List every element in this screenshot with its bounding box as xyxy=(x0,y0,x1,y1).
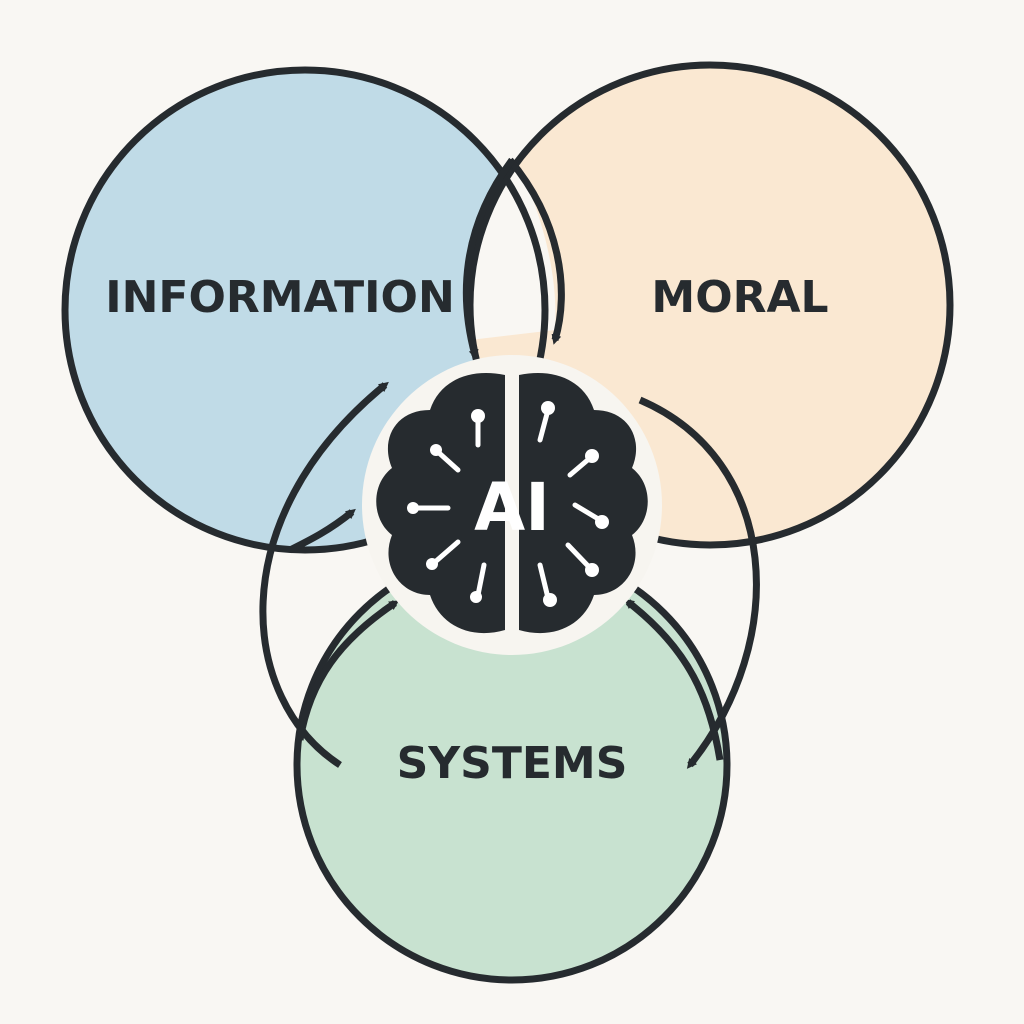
systems-label: SYSTEMS xyxy=(397,738,628,789)
information-circle-outline xyxy=(61,66,549,554)
moral-to-systems-arrow xyxy=(638,396,760,769)
center-ai-label: AI xyxy=(474,469,550,546)
moral-to-information-arrow xyxy=(462,157,515,360)
systems-to-ai-arrow xyxy=(296,600,400,741)
information-label: INFORMATION xyxy=(105,272,455,323)
brain-circuit-icon xyxy=(376,372,648,634)
systems-circle xyxy=(297,550,727,980)
overlap-region xyxy=(468,150,556,340)
moral-label: MORAL xyxy=(651,272,828,323)
ai-to-systems-arrow xyxy=(624,598,724,761)
information-to-moral-arrow xyxy=(507,157,565,345)
information-to-ai-arrow xyxy=(288,508,356,554)
